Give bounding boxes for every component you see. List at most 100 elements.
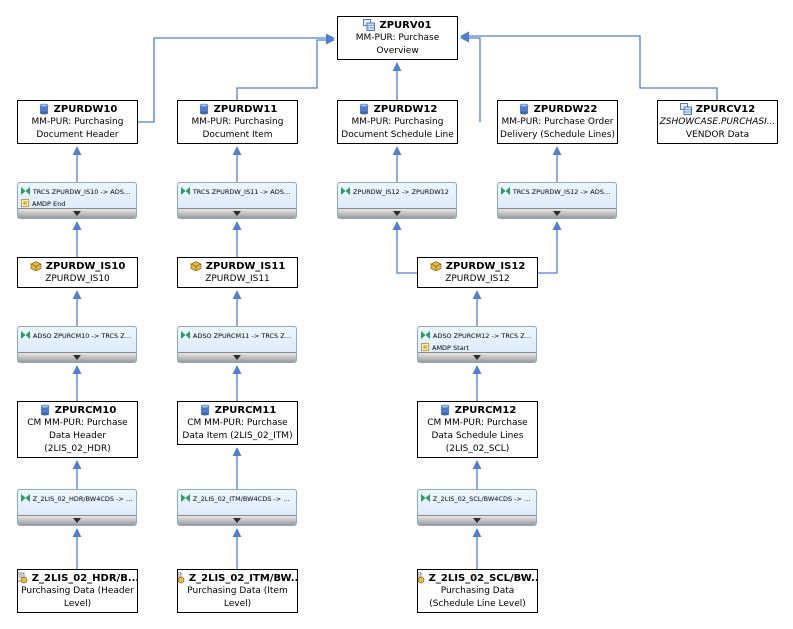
transformation-is12-to-dw12[interactable]: ZPURDW_IS12 -> ZPURDW12 — [337, 182, 457, 219]
expand-arrow-icon[interactable] — [553, 211, 561, 216]
node-header: ZPURDW10 — [38, 103, 117, 116]
node-header: ZPURCM10 — [39, 404, 116, 417]
node-description-line: CM MM-PUR: Purchase — [187, 417, 288, 428]
node-description-line: Purchasing Data (Item — [187, 585, 288, 596]
node-description-line: ZPURDW_IS11 — [205, 273, 270, 284]
node-header: ZPURDW_IS11 — [190, 260, 285, 273]
transformation-icon — [21, 187, 30, 197]
expand-bar[interactable] — [18, 352, 136, 362]
database-icon — [439, 404, 451, 416]
transformation-cm10-to-is10[interactable]: ADSO ZPURCM10 -> TRCS ZP... — [17, 326, 137, 363]
expand-arrow-icon[interactable] — [233, 518, 241, 523]
transformation-is10-to-dw10[interactable]: TRCS ZPURDW_IS10 -> ADSO...AMDP End — [17, 182, 137, 219]
expand-bar[interactable] — [178, 352, 296, 362]
node-name: ZPURDW12 — [373, 103, 438, 115]
node-datasource-hdr[interactable]: Z_2LIS_02_HDR/B...Purchasing Data (Heade… — [17, 569, 138, 613]
expand-arrow-icon[interactable] — [73, 211, 81, 216]
node-description-line: (2LIS_02_HDR) — [44, 443, 111, 454]
transformation-label: ADSO ZPURCM11 -> TRCS ZP... — [192, 332, 293, 340]
transformation-label-row: TRCS ZPURDW_IS11 -> ADSO... — [178, 186, 296, 198]
transformation-label: ADSO ZPURCM10 -> TRCS ZP... — [32, 332, 133, 340]
node-datasource-itm[interactable]: Z_2LIS_02_ITM/BW...Purchasing Data (Item… — [177, 569, 298, 613]
node-description-line: MM-PUR: Purchasing — [31, 116, 124, 127]
infosource-icon — [190, 260, 202, 272]
expand-arrow-icon[interactable] — [73, 518, 81, 523]
node-name: ZPURCM12 — [454, 404, 517, 416]
amdp-label: AMDP End — [32, 200, 66, 208]
transformation-cm12-to-is12[interactable]: ADSO ZPURCM12 -> TRCS ZP... AMDP Start — [417, 326, 537, 363]
amdp-row: AMDP Start — [418, 342, 536, 354]
expand-bar[interactable] — [178, 515, 296, 525]
expand-arrow-icon[interactable] — [233, 211, 241, 216]
expand-arrow-icon[interactable] — [393, 211, 401, 216]
node-header: Z_2LIS_02_SCL/BW... — [418, 572, 537, 585]
amdp-label: AMDP Start — [432, 344, 469, 352]
transformation-label: TRCS ZPURDW_IS12 -> ADSO... — [512, 188, 613, 196]
node-datasource-scl[interactable]: Z_2LIS_02_SCL/BW...Purchasing Data(Sched… — [417, 569, 538, 613]
node-description-line: Purchasing Data (Header — [21, 585, 134, 596]
composite-provider-icon — [679, 103, 692, 115]
node-description-line: MM-PUR: Purchasing — [191, 116, 284, 127]
expand-bar[interactable] — [178, 208, 296, 218]
node-description-line: VENDOR Data — [685, 129, 750, 140]
expand-arrow-icon[interactable] — [473, 518, 481, 523]
transformation-label-row: ADSO ZPURCM10 -> TRCS ZP... — [18, 330, 136, 342]
expand-bar[interactable] — [498, 208, 616, 218]
expand-bar[interactable] — [418, 515, 536, 525]
node-description-line: ZPURDW_IS12 — [445, 273, 510, 284]
node-description-line: Document Schedule Line — [341, 129, 454, 140]
database-icon — [199, 404, 211, 416]
node-header: ZPURV01 — [363, 19, 432, 32]
node-name: ZPURDW_IS10 — [45, 260, 126, 272]
node-header: ZPURDW_IS12 — [430, 260, 525, 273]
node-description-line: Data Header — [48, 430, 107, 441]
amdp-row: AMDP End — [18, 198, 136, 210]
node-description-line: MM-PUR: Purchase Order — [501, 116, 614, 127]
transformation-label: ADSO ZPURCM12 -> TRCS ZP... — [432, 332, 533, 340]
datasource-icon — [418, 572, 425, 584]
edge-is12-to-t22 — [538, 221, 562, 274]
expand-bar[interactable] — [338, 208, 456, 218]
node-description-line: (2LIS_02_SCL) — [445, 443, 510, 454]
expand-arrow-icon[interactable] — [73, 355, 81, 360]
transformation-is12-to-dw22[interactable]: TRCS ZPURDW_IS12 -> ADSO... — [497, 182, 617, 219]
transformation-icon — [21, 494, 30, 504]
transformation-hdr-to-cm10[interactable]: Z_2LIS_02_HDR/BW4CDS -> Z... — [17, 489, 137, 526]
expand-arrow-icon[interactable] — [473, 355, 481, 360]
amdp-icon — [421, 343, 429, 353]
infosource-icon — [430, 260, 442, 272]
expand-bar[interactable] — [18, 208, 136, 218]
transformation-icon — [501, 187, 510, 197]
database-icon — [39, 404, 51, 416]
transformation-icon — [181, 187, 190, 197]
node-header: ZPURDW22 — [518, 103, 597, 116]
node-name: Z_2LIS_02_HDR/B... — [31, 572, 138, 584]
composite-provider-icon — [363, 19, 376, 31]
node-description-line: Document Item — [202, 129, 273, 140]
expand-arrow-icon[interactable] — [233, 355, 241, 360]
transformation-cm11-to-is11[interactable]: ADSO ZPURCM11 -> TRCS ZP... — [177, 326, 297, 363]
transformation-icon — [421, 494, 430, 504]
node-description-line: Overview — [376, 45, 419, 56]
transformation-is11-to-dw11[interactable]: TRCS ZPURDW_IS11 -> ADSO... — [177, 182, 297, 219]
transformation-scl-to-cm12[interactable]: Z_2LIS_02_SCL/BW4CDS -> Z... — [417, 489, 537, 526]
edge-dw22-to-v01 — [460, 33, 481, 122]
expand-bar[interactable] — [418, 352, 536, 362]
transformation-label-row: ADSO ZPURCM12 -> TRCS ZP... — [418, 330, 536, 342]
transformation-label: TRCS ZPURDW_IS11 -> ADSO... — [192, 188, 293, 196]
expand-bar[interactable] — [18, 515, 136, 525]
transformation-itm-to-cm11[interactable]: Z_2LIS_02_ITM/BW4CDS -> Z... — [177, 489, 297, 526]
transformation-icon — [181, 494, 190, 504]
